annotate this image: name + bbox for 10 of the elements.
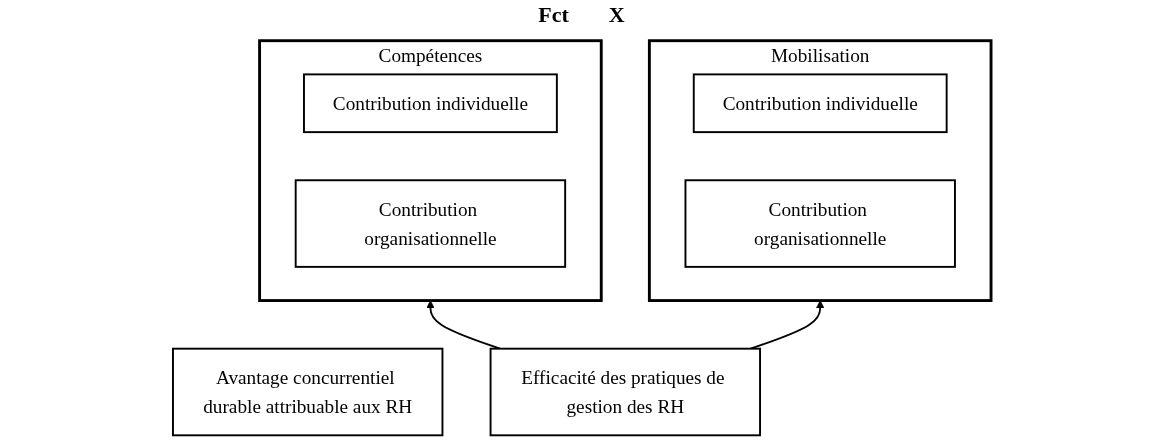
node-box: Contribution organisationnelle [294, 179, 566, 268]
operator-label: X [608, 2, 625, 28]
node-box: Contribution individuelle [302, 73, 558, 134]
node-box: Contribution organisationnelle [684, 179, 956, 268]
node-box: Efficacité des pratiques de gestion des RH [489, 347, 761, 437]
operator-label: Fct [538, 2, 569, 28]
node-box: Avantage concurrentiel durable attribuable aux RH [171, 347, 443, 437]
node-box: Contribution individuelle [692, 73, 948, 134]
arrow [425, 300, 501, 350]
arrow [749, 300, 824, 350]
